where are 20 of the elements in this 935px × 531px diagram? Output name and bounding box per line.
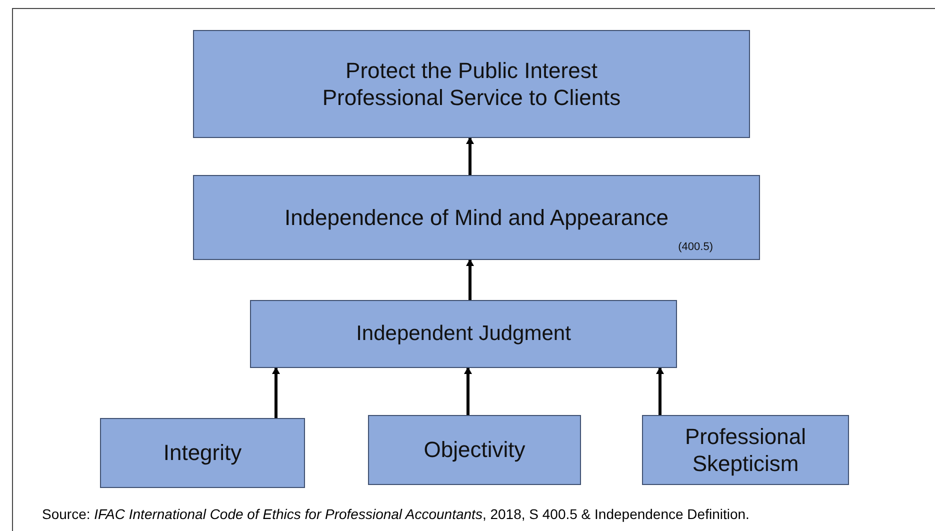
box-label: Objectivity — [422, 436, 526, 464]
box-label: Integrity — [162, 439, 243, 467]
process-box — [100, 418, 305, 488]
arrow — [466, 259, 474, 300]
arrow — [466, 137, 474, 175]
box-label: Independent Judgment — [355, 320, 572, 347]
reference-number: (400.5) — [678, 241, 713, 255]
process-box — [368, 415, 581, 485]
arrow — [656, 367, 664, 415]
box-label: Professional Skepticism — [684, 422, 808, 478]
box-label: Protect the Public Interest — [344, 56, 598, 84]
arrow — [272, 367, 280, 418]
source-caption: Source: IFAC International Code of Ethics for Professional Accountants, 2018, S 400.5 & Independence Definition. — [42, 505, 750, 524]
process-box — [193, 175, 760, 260]
box-label: Professional Service to Clients — [321, 84, 622, 112]
box-label: Independence of Mind and Appearance — [283, 204, 670, 232]
process-box — [193, 30, 750, 138]
process-box — [250, 300, 677, 368]
process-box — [642, 415, 849, 485]
arrow — [464, 367, 472, 415]
